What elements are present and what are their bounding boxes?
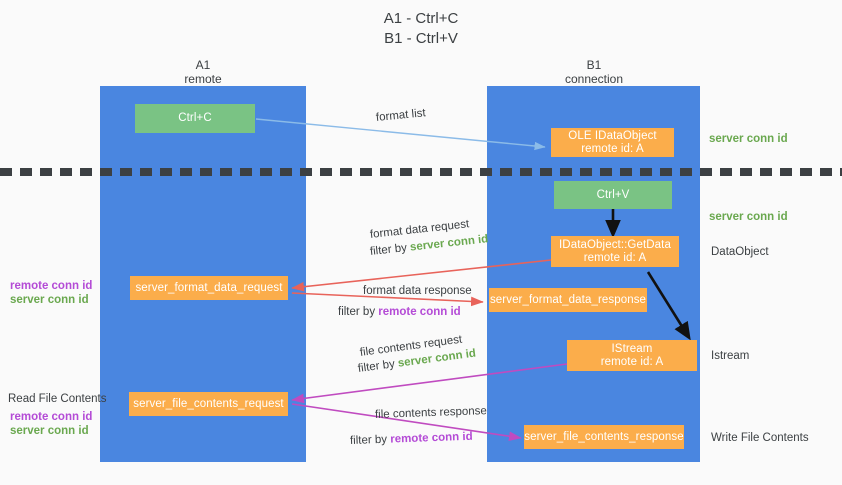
node-server-format-data-request[interactable]: server_format_data_request bbox=[130, 276, 288, 300]
caption-filter-prefix: filter by bbox=[349, 433, 391, 447]
caption-format-data-response-filter: filter by remote conn id bbox=[338, 305, 461, 319]
annotation-remote-conn-id-bottom: remote conn id bbox=[10, 411, 93, 423]
column-role-a1: remote bbox=[184, 72, 222, 86]
node-idataobject-getdata[interactable]: IDataObject::GetData remote id: A bbox=[551, 236, 679, 267]
caption-filter-prefix: filter by bbox=[357, 357, 399, 375]
node-ole-idataobject[interactable]: OLE IDataObject remote id: A bbox=[551, 128, 674, 157]
annotation-server-conn-id-top: server conn id bbox=[10, 294, 89, 306]
node-ctrl-v-label: Ctrl+V bbox=[596, 188, 630, 201]
node-ole-idataobject-line1: OLE IDataObject bbox=[568, 129, 657, 142]
node-ctrl-c[interactable]: Ctrl+C bbox=[135, 104, 255, 133]
caption-format-data-response-text: format data response bbox=[363, 285, 472, 297]
annotation-server-conn-id-mid: server conn id bbox=[709, 211, 788, 223]
caption-token-remote-conn-id: remote conn id bbox=[378, 306, 461, 318]
title-line-1: A1 - Ctrl+C bbox=[383, 10, 459, 27]
column-name-a1: A1 bbox=[195, 58, 211, 72]
node-istream-line2: remote id: A bbox=[600, 355, 664, 368]
caption-file-contents-response: file contents response bbox=[375, 404, 487, 422]
node-server-format-data-request-label: server_format_data_request bbox=[135, 281, 283, 294]
column-header-a1: A1 remote bbox=[123, 58, 283, 86]
caption-file-contents-response-filter: filter by remote conn id bbox=[350, 430, 473, 448]
annotation-server-conn-id-top: server conn id bbox=[709, 133, 788, 145]
caption-file-contents-response-text: file contents response bbox=[374, 405, 488, 421]
phase-divider bbox=[0, 168, 842, 176]
node-istream-line1: IStream bbox=[611, 342, 653, 355]
column-header-b1: B1 connection bbox=[514, 58, 674, 86]
caption-filter-prefix: filter by bbox=[369, 241, 411, 258]
node-ctrl-v[interactable]: Ctrl+V bbox=[554, 181, 672, 209]
node-server-format-data-response-label: server_format_data_response bbox=[489, 293, 647, 306]
column-name-b1: B1 bbox=[586, 58, 602, 72]
node-server-file-contents-response[interactable]: server_file_contents_response bbox=[524, 425, 684, 449]
annotation-remote-conn-id-top: remote conn id bbox=[10, 280, 93, 292]
node-ctrl-c-label: Ctrl+C bbox=[178, 112, 212, 124]
annotation-read-file-contents: Read File Contents bbox=[8, 393, 107, 405]
node-istream[interactable]: IStream remote id: A bbox=[567, 340, 697, 371]
node-ole-idataobject-line2: remote id: A bbox=[581, 142, 644, 155]
column-role-b1: connection bbox=[564, 72, 624, 86]
node-idataobject-getdata-line2: remote id: A bbox=[583, 251, 647, 264]
annotation-dataobject: DataObject bbox=[711, 246, 769, 258]
annotation-istream: Istream bbox=[711, 350, 750, 362]
node-server-file-contents-request-label: server_file_contents_request bbox=[133, 397, 284, 410]
title-line-2: B1 - Ctrl+V bbox=[384, 30, 458, 47]
annotation-write-file-contents: Write File Contents bbox=[711, 432, 809, 444]
caption-filter-prefix: filter by bbox=[338, 306, 379, 318]
caption-token-remote-conn-id: remote conn id bbox=[390, 430, 473, 446]
node-idataobject-getdata-line1: IDataObject::GetData bbox=[559, 238, 671, 251]
caption-format-list: format list bbox=[375, 106, 426, 125]
node-server-format-data-response[interactable]: server_format_data_response bbox=[489, 288, 647, 312]
node-server-file-contents-request[interactable]: server_file_contents_request bbox=[129, 392, 288, 416]
node-server-file-contents-response-label: server_file_contents_response bbox=[524, 430, 684, 443]
annotation-server-conn-id-bottom: server conn id bbox=[10, 425, 89, 437]
caption-format-list-text: format list bbox=[375, 107, 427, 124]
page-title: A1 - Ctrl+C B1 - Ctrl+V bbox=[0, 9, 842, 49]
caption-format-data-response: format data response bbox=[363, 284, 472, 298]
